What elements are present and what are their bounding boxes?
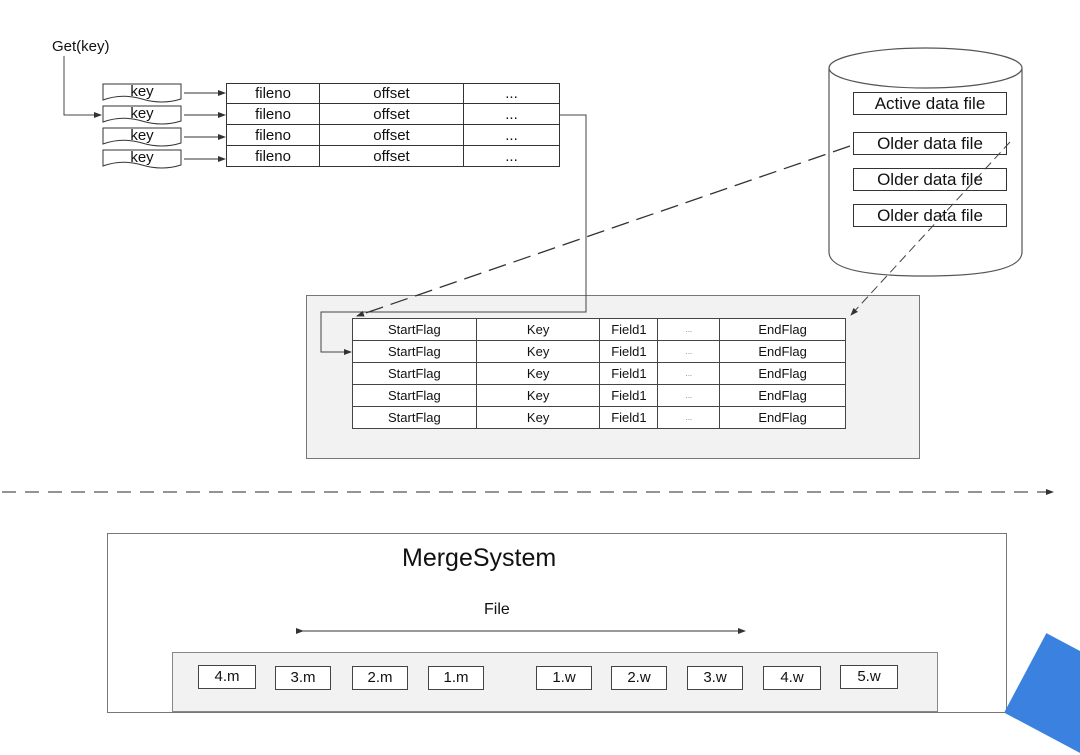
record-row: StartFlag Key Field1 ... EndFlag	[352, 384, 846, 407]
key-label: key	[130, 149, 154, 166]
connector-layer	[2, 56, 1054, 634]
start-flag-cell: StartFlag	[352, 362, 477, 385]
key-box: key	[102, 149, 182, 169]
key-box: key	[102, 105, 182, 125]
start-flag-cell: StartFlag	[352, 340, 477, 363]
offset-cell: offset	[320, 83, 464, 104]
offset-cell: offset	[320, 104, 464, 125]
active-data-file: Active data file	[853, 92, 1007, 115]
record-row: StartFlag Key Field1 ... EndFlag	[352, 318, 846, 341]
older-data-file: Older data file	[853, 168, 1007, 191]
get-key-label: Get(key)	[52, 38, 110, 55]
fileno-cell: fileno	[226, 146, 320, 167]
index-row: fileno offset ...	[226, 146, 560, 167]
merge-system-title: MergeSystem	[402, 544, 557, 572]
disk-to-record-arrow	[850, 141, 1011, 316]
more-cell: ...	[464, 83, 560, 104]
more-cell: ...	[464, 125, 560, 146]
fileno-cell: fileno	[226, 125, 320, 146]
file-segment: 1.w	[536, 666, 592, 690]
index-row: fileno offset ...	[226, 83, 560, 104]
field1-cell: Field1	[599, 406, 659, 429]
start-flag-cell: StartFlag	[352, 406, 477, 429]
file-label: File	[484, 601, 510, 618]
key-box: key	[102, 83, 182, 103]
file-segment: 5.w	[840, 665, 898, 689]
record-row: StartFlag Key Field1 ... EndFlag	[352, 340, 846, 363]
index-row: fileno offset ...	[226, 125, 560, 146]
record-row: StartFlag Key Field1 ... EndFlag	[352, 406, 846, 429]
file-segment: 2.w	[611, 666, 667, 690]
key-box-shape	[102, 105, 182, 125]
file-segment: 4.w	[763, 666, 821, 690]
get-key-arrow	[63, 56, 102, 118]
offset-cell: offset	[320, 146, 464, 167]
file-segment: 3.m	[275, 666, 331, 690]
more-cell: ...	[464, 146, 560, 167]
fileno-cell: fileno	[226, 83, 320, 104]
file-segment: 2.m	[352, 666, 408, 690]
key-label: key	[130, 83, 154, 100]
key-label: key	[130, 127, 154, 144]
start-flag-cell: StartFlag	[352, 384, 477, 407]
offset-to-record-arrow	[320, 114, 587, 355]
fileno-cell: fileno	[226, 104, 320, 125]
file-segment: 1.m	[428, 666, 484, 690]
older-data-file: Older data file	[853, 132, 1007, 155]
index-row: fileno offset ...	[226, 104, 560, 125]
start-flag-cell: StartFlag	[352, 318, 477, 341]
key-box-shape	[102, 127, 182, 147]
file-segment: 4.m	[198, 665, 256, 689]
key-cell: Key	[475, 406, 601, 429]
end-flag-cell: EndFlag	[719, 406, 846, 429]
key-box: key	[102, 127, 182, 147]
key-box-shape	[102, 83, 182, 103]
record-table: StartFlag Key Field1 ... EndFlag StartFl…	[352, 318, 846, 429]
key-box-shape	[102, 149, 182, 169]
key-cell: Key	[475, 318, 601, 341]
offset-cell: offset	[320, 125, 464, 146]
end-flag-cell: EndFlag	[719, 340, 846, 363]
key-label: key	[130, 105, 154, 122]
more-cell: ...	[464, 104, 560, 125]
file-segment: 3.w	[687, 666, 743, 690]
older-data-file: Older data file	[853, 204, 1007, 227]
older-file-to-record-arrow	[356, 145, 851, 317]
